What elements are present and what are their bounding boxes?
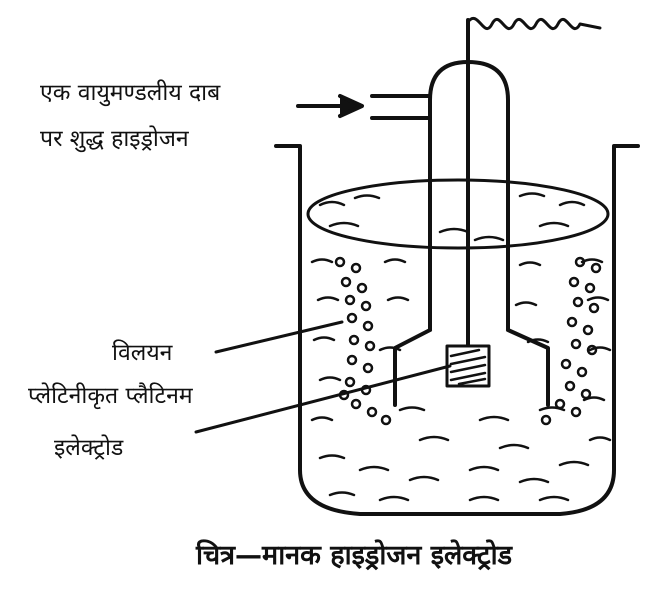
glass-tube xyxy=(393,60,550,407)
solution-label: विलयन xyxy=(112,340,173,366)
solution-leader-line xyxy=(214,320,344,354)
beaker-outline xyxy=(274,144,640,516)
electrode-label-line2: इलेक्ट्रोड xyxy=(54,435,124,461)
gas-inlet-tube xyxy=(370,94,432,120)
figure-caption: चित्र—मानक हाइड्रोजन इलेक्ट्रोड xyxy=(196,540,513,571)
electrode-label-line1: प्लेटिनीकृत प्लैटिनम xyxy=(28,383,193,409)
hydrogen-bubbles-left xyxy=(334,256,392,426)
solution-texture xyxy=(310,192,612,502)
hydrogen-label-line2: पर शुद्ध हाइड्रोजन xyxy=(40,126,189,152)
hydrogen-bubbles-right xyxy=(540,256,602,426)
hydrogen-label-line1: एक वायुमण्डलीय दाब xyxy=(40,80,221,106)
liquid-surface xyxy=(306,178,610,250)
gas-inlet-arrow-head xyxy=(338,94,364,118)
electrode-hatching xyxy=(449,348,487,386)
wire-coil xyxy=(466,16,602,31)
electrode-leader-line xyxy=(194,364,452,434)
